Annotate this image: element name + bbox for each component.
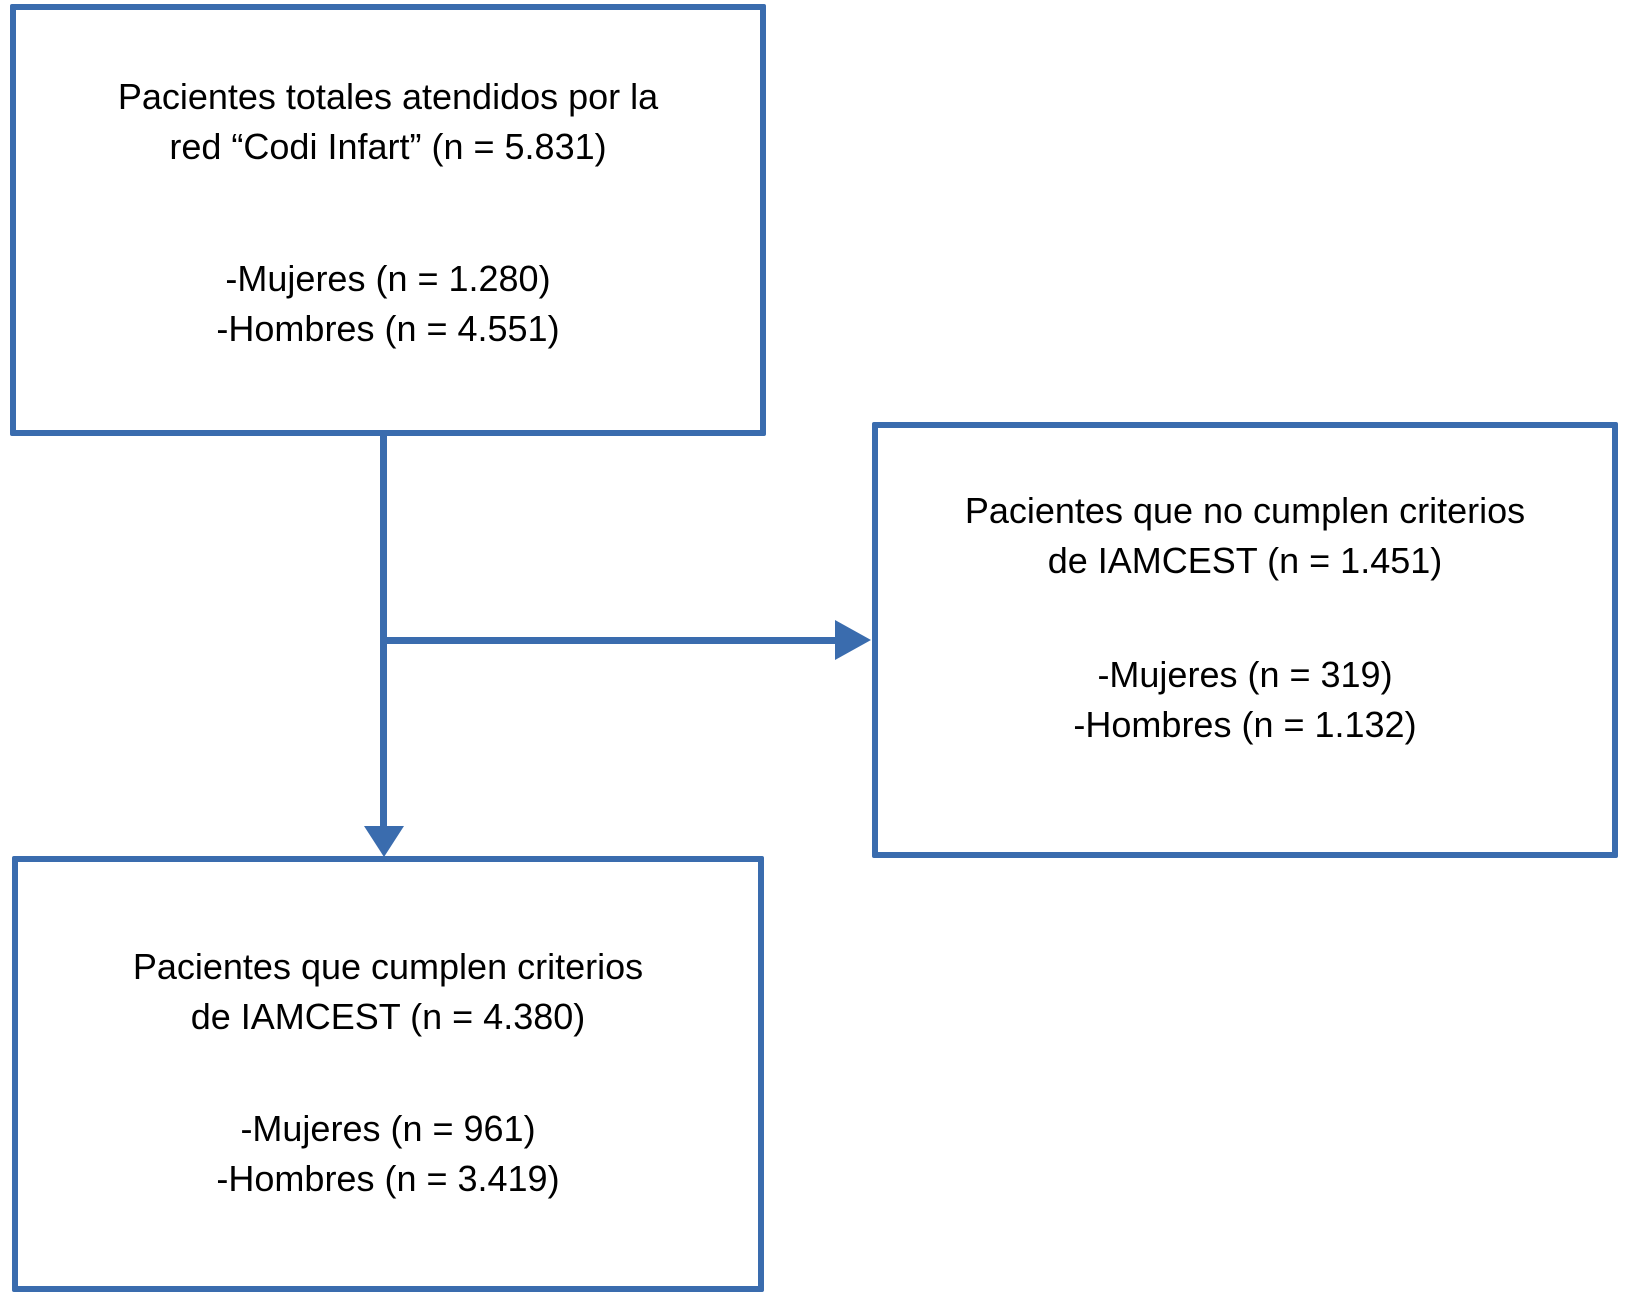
box-excluded-patients: Pacientes que no cumplen criterios de IA… xyxy=(872,422,1618,858)
box-included-title-line1: Pacientes que cumplen criterios xyxy=(132,946,644,987)
arrow-down-icon xyxy=(364,826,404,857)
arrow-right-icon xyxy=(835,620,871,660)
box-included-mujeres: -Mujeres (n = 961) xyxy=(240,1108,536,1149)
box-total-title: Pacientes totales atendidos por la red “… xyxy=(16,72,760,172)
box-included-title: Pacientes que cumplen criterios de IAMCE… xyxy=(18,942,758,1042)
connector-total-to-included-line xyxy=(380,436,387,828)
connector-total-to-excluded-line xyxy=(380,637,836,644)
box-excluded-title-line1: Pacientes que no cumplen criterios xyxy=(964,490,1526,531)
box-total-title-line2: red “Codi Infart” (n = 5.831) xyxy=(169,126,607,167)
box-excluded-hombres: -Hombres (n = 1.132) xyxy=(1073,704,1417,745)
box-included-hombres: -Hombres (n = 3.419) xyxy=(216,1158,560,1199)
box-excluded-title: Pacientes que no cumplen criterios de IA… xyxy=(878,486,1612,586)
box-excluded-mujeres: -Mujeres (n = 319) xyxy=(1097,654,1393,695)
box-total-title-line1: Pacientes totales atendidos por la xyxy=(117,76,659,117)
box-excluded-title-line2: de IAMCEST (n = 1.451) xyxy=(1047,540,1443,581)
box-included-patients: Pacientes que cumplen criterios de IAMCE… xyxy=(12,856,764,1292)
box-included-details: -Mujeres (n = 961) -Hombres (n = 3.419) xyxy=(18,1104,758,1204)
box-total-patients: Pacientes totales atendidos por la red “… xyxy=(10,4,766,436)
box-excluded-details: -Mujeres (n = 319) -Hombres (n = 1.132) xyxy=(878,650,1612,750)
box-total-mujeres: -Mujeres (n = 1.280) xyxy=(225,258,551,299)
box-included-title-line2: de IAMCEST (n = 4.380) xyxy=(190,996,586,1037)
box-total-details: -Mujeres (n = 1.280) -Hombres (n = 4.551… xyxy=(16,254,760,354)
box-total-hombres: -Hombres (n = 4.551) xyxy=(216,308,560,349)
